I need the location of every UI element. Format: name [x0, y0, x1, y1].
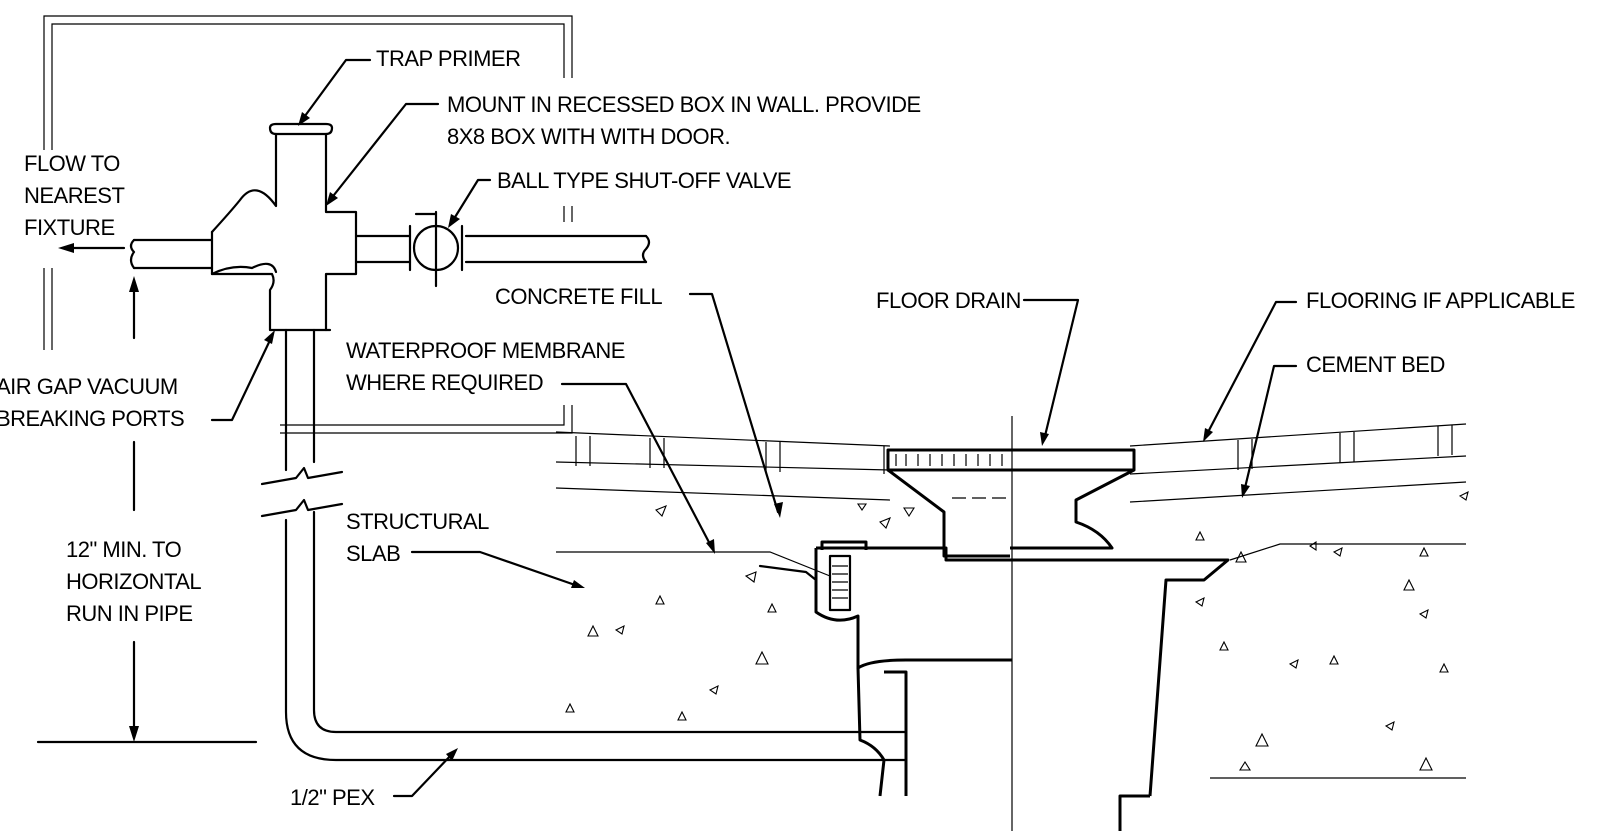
trap-primer-label: TRAP PRIMER	[376, 46, 520, 71]
min12-label-line1: 12" MIN. TO	[66, 537, 182, 562]
dimension-12in	[36, 276, 258, 744]
air-gap-label-line1: AIR GAP VACUUM	[0, 374, 178, 399]
flow-arrow	[58, 243, 126, 253]
mount-label-line2: 8X8 BOX WITH WITH DOOR.	[447, 124, 730, 149]
pex-pipe	[260, 328, 908, 762]
structural-label-line2: SLAB	[346, 541, 400, 566]
flow-label-line2: NEAREST	[24, 183, 124, 208]
flow-label-line1: FLOW TO	[24, 151, 120, 176]
membrane-label-line2: WHERE REQUIRED	[346, 370, 543, 395]
trap-primer-body	[129, 122, 412, 332]
flooring-label: FLOORING IF APPLICABLE	[1306, 288, 1575, 313]
membrane-label-line1: WATERPROOF MEMBRANE	[346, 338, 625, 363]
ball-valve	[408, 210, 651, 288]
floor-layers	[555, 423, 1467, 779]
air-gap-label-line2: BREAKING PORTS	[0, 406, 184, 431]
min12-label-line2: HORIZONTAL	[66, 569, 201, 594]
mount-label-line1: MOUNT IN RECESSED BOX IN WALL. PROVIDE	[447, 92, 921, 117]
concrete-aggregate	[565, 490, 1469, 771]
floor-drain-label: FLOOR DRAIN	[876, 288, 1021, 313]
concrete-fill-label: CONCRETE FILL	[495, 284, 662, 309]
leader-lines	[210, 58, 1298, 798]
flow-label-line3: FIXTURE	[24, 215, 115, 240]
pex-label: 1/2" PEX	[290, 785, 375, 810]
recessed-wall-box	[43, 15, 573, 434]
min12-label-line3: RUN IN PIPE	[66, 601, 193, 626]
floor-drain	[758, 416, 1230, 831]
cement-bed-label: CEMENT BED	[1306, 352, 1445, 377]
structural-label-line1: STRUCTURAL	[346, 509, 489, 534]
ball-valve-label: BALL TYPE SHUT-OFF VALVE	[497, 168, 791, 193]
